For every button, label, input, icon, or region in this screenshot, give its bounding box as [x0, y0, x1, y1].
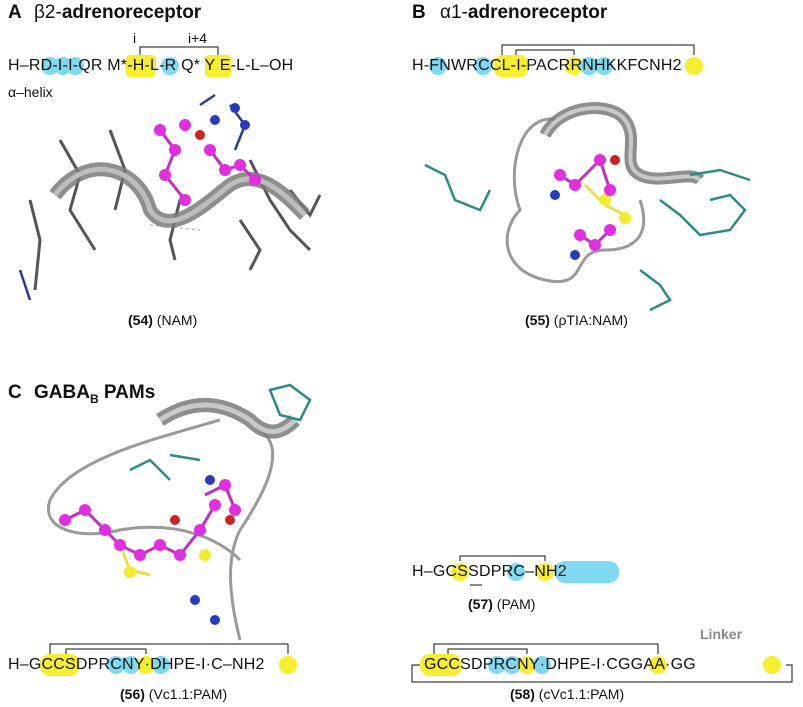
panel-c-title-sub: B — [89, 391, 99, 406]
caption-54-number: (54) — [128, 312, 153, 328]
caption-58-text: (cVc1.1:PAM) — [538, 686, 625, 702]
panel-b-title: α1-adrenoreceptor — [440, 2, 607, 24]
panel-b-title-greek: α1- — [440, 2, 468, 23]
seq57-highlights — [451, 561, 619, 583]
caption-58: (58) (cVc1.1:PAM) — [510, 686, 624, 702]
marker-i: i — [133, 30, 137, 46]
sequence-57: H–GCSSDPRC–NH2 — [412, 563, 567, 580]
caption-56-number: (56) — [120, 686, 145, 702]
panel-c-title: GABAB PAMs — [34, 382, 155, 406]
linker-label: Linker — [700, 626, 743, 642]
panelB-disulfide-brackets — [501, 44, 695, 55]
seq57-bracket — [459, 555, 546, 586]
panelC-model — [46, 383, 312, 641]
sequence-54: H–RD-I-I-QR M*-H-L-R Q* Y E-L-L–OH — [8, 57, 294, 74]
panel-a-title: β2-adrenoreceptor — [34, 2, 201, 24]
caption-57-text: (PAM) — [496, 596, 536, 612]
caption-55-text: (ρTIA:NAM) — [553, 312, 628, 328]
caption-56-text: (Vc1.1:PAM) — [148, 686, 228, 702]
panel-c-letter: C — [8, 382, 22, 403]
caption-55: (55) (ρTIA:NAM) — [525, 312, 628, 328]
caption-55-number: (55) — [525, 312, 550, 328]
caption-57-number: (57) — [468, 596, 493, 612]
panel-c-title-rest: PAMs — [98, 382, 156, 403]
panelA-staple-bracket — [139, 46, 219, 55]
seq58-brackets — [411, 643, 793, 683]
caption-56: (56) (Vc1.1:PAM) — [120, 686, 227, 702]
panelA-highlights — [41, 55, 231, 77]
panel-b-title-bold: adrenoreceptor — [467, 2, 608, 23]
caption-54: (54) (NAM) — [128, 312, 197, 328]
panel-a-title-bold: adrenoreceptor — [61, 2, 202, 23]
panel-c-title-main: GABA — [34, 382, 90, 403]
caption-57: (57) (PAM) — [468, 596, 535, 612]
seq58-highlights — [420, 654, 781, 676]
sequence-56: H–GCCSDPRCNY·DHPE-I·C–NH2 — [8, 656, 265, 673]
alpha-helix-label: α–helix — [8, 84, 53, 100]
seq56-highlights — [40, 654, 297, 676]
sequence-58: GCCSDPRCNY·DHPE-I·CGGAA·GG — [424, 656, 696, 673]
panelA-helix-model — [18, 93, 322, 301]
sequence-55: H-FNWRCCL-I-PACRRNHKKFCNH2 — [412, 57, 682, 74]
panel-a-letter: A — [8, 2, 22, 23]
caption-54-text: (NAM) — [156, 312, 198, 328]
panel-a-title-greek: β2- — [34, 2, 62, 23]
panel-b-letter: B — [412, 2, 426, 23]
panelB-loop-model — [424, 102, 751, 312]
seq56-brackets — [49, 643, 289, 654]
caption-58-number: (58) — [510, 686, 535, 702]
marker-i4: i+4 — [188, 30, 208, 46]
panelB-highlights — [429, 55, 703, 77]
